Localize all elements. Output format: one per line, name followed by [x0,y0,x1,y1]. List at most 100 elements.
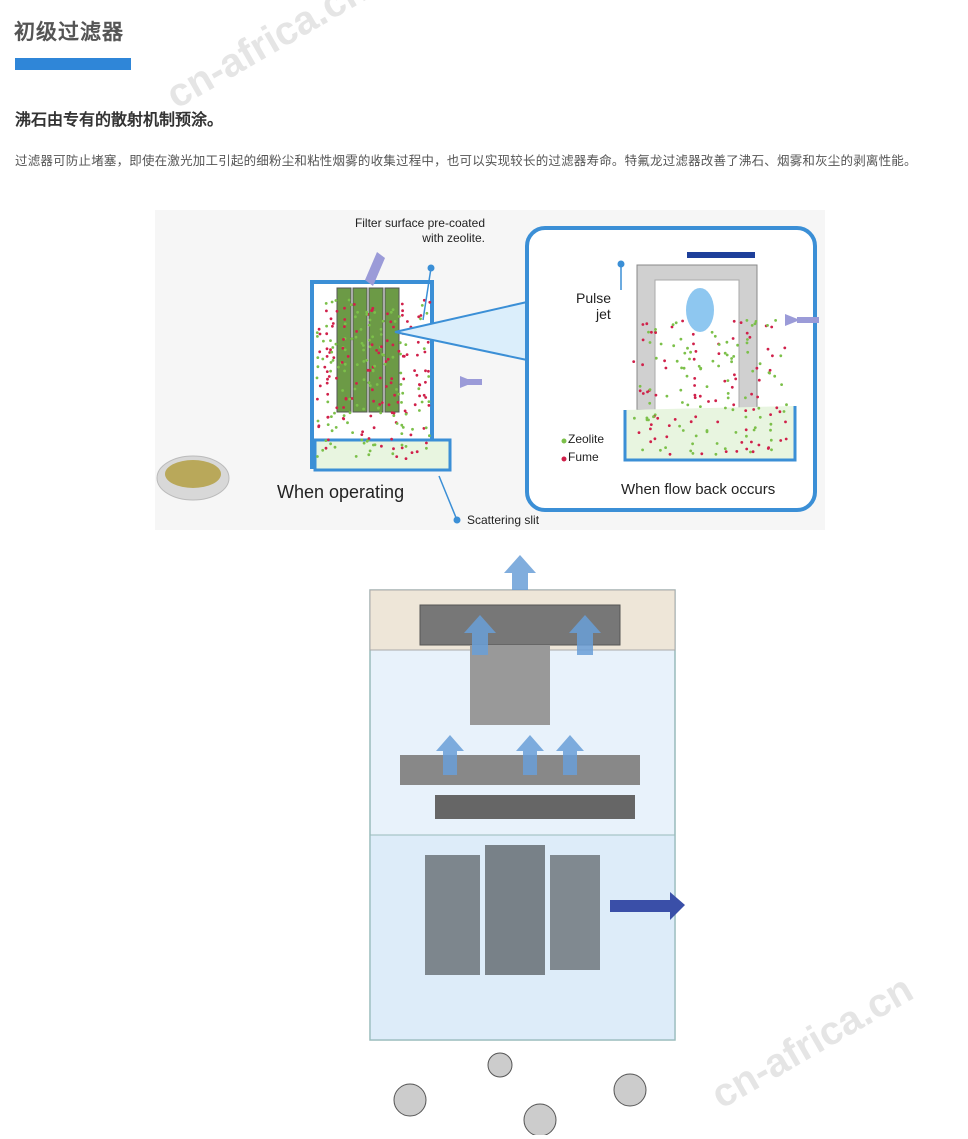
particle-dot [428,434,431,438]
particle-dot [325,370,329,373]
particle-dot [757,406,761,410]
particle-dot [351,431,354,434]
particle-dot [664,366,668,370]
particle-dot [641,392,645,395]
particle-dot [725,340,729,344]
particle-dot [355,403,359,407]
particle-dot [724,406,727,410]
particle-dot [389,310,393,314]
particle-dot [656,416,660,420]
particle-dot [428,300,432,304]
particle-dot [335,406,339,410]
title-underline [15,58,131,70]
particle-dot [330,415,333,418]
particle-dot [713,334,717,338]
particle-dot [324,446,328,450]
particle-dot [678,424,681,428]
particle-dot [418,383,422,387]
particle-dot [380,444,383,448]
particle-dot [381,401,384,405]
filter-diagram: Filter surface pre-coated with zeolite. … [155,210,825,530]
particle-dot [744,415,748,419]
particle-dot [362,344,365,347]
particle-dot [427,400,431,403]
particle-dot [325,324,328,328]
particle-dot [343,318,347,321]
particle-dot [692,357,696,361]
particle-dot [365,310,369,314]
particle-dot [417,387,421,391]
particle-dot [367,381,371,385]
particle-dot [746,350,750,354]
particle-dot [401,354,405,358]
caster-wheels [393,1052,647,1137]
particle-dot [717,364,720,368]
particle-dot [648,401,652,405]
particle-dot [424,369,427,373]
particle-dot [685,374,689,378]
particle-dot [694,434,698,438]
particle-dot [648,341,652,344]
particle-dot [663,359,666,363]
zeolite-legend-label: Zeolite [568,432,605,446]
particle-dot [744,396,747,400]
particle-dot [400,423,404,427]
particle-dot [667,424,671,427]
particle-dot [341,417,345,420]
particle-dot [353,303,356,306]
particle-dot [365,359,369,362]
filter-surface-label-1: Filter surface pre-coated [354,216,485,230]
particle-dot [422,347,426,350]
particle-dot [389,320,393,324]
particle-dot [316,455,319,458]
particle-dot [362,441,366,445]
particle-dot [316,365,320,369]
particle-dot [331,346,335,349]
particle-dot [395,422,399,425]
particle-dot [710,330,714,334]
particle-dot [766,324,769,327]
particle-dot [757,378,761,382]
particle-dot [401,391,405,395]
particle-dot [782,410,786,413]
section-title: 初级过滤器 [14,20,124,44]
particle-dot [348,411,352,415]
particle-dot [333,445,337,449]
particle-dot [770,325,774,329]
particle-dot [653,437,657,441]
particle-dot [321,357,325,361]
particle-dot [360,433,364,436]
when-operating-label: When operating [277,482,405,502]
particle-dot [378,403,382,406]
particle-dot [368,338,371,342]
particle-dot [752,408,756,411]
legend-dots [561,438,567,462]
particle-dot [343,369,346,373]
particle-dot [633,416,636,420]
particle-dot [329,348,332,352]
particle-dot [397,392,401,396]
particle-dot [316,335,319,338]
particle-dot [392,325,395,329]
label-pointers [422,260,625,524]
particle-dot [335,309,339,313]
particle-dot [785,403,788,407]
particle-dot [330,300,334,304]
particle-dot [390,377,394,380]
particle-dot [398,341,402,345]
particle-dot [659,342,663,346]
particle-dot [401,313,404,317]
particle-dot [395,388,398,391]
particle-dot [377,406,380,410]
particle-dot [334,342,338,346]
particle-dot [418,409,421,412]
particle-dot [332,356,336,359]
particle-dot [707,400,710,403]
particle-dot [342,338,345,341]
particle-dot [652,415,655,419]
particle-dot [689,449,693,453]
particle-dot [425,446,428,450]
particle-dot [731,337,735,340]
particle-dot [387,403,391,407]
particle-dot [419,317,422,321]
